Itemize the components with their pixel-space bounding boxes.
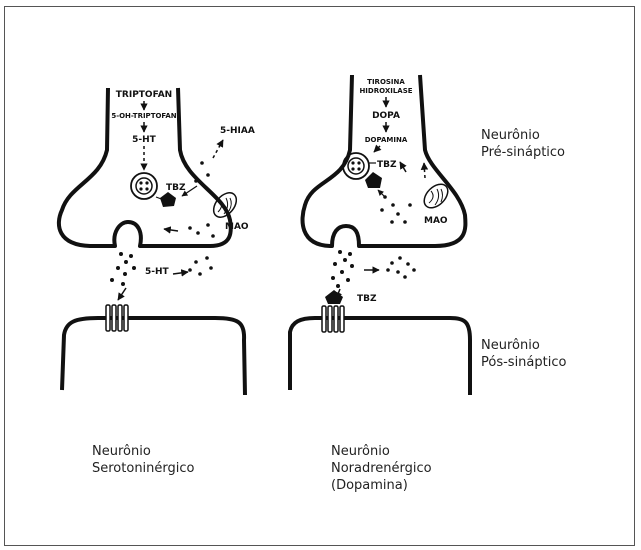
serotonergic-caption-line2: Serotoninérgico [92,460,194,477]
5-ht-label: 5-HT [132,135,157,145]
presynaptic-label-line1: Neurônio [481,127,565,144]
tbz-label-left: TBZ [166,183,186,193]
noradrenergic-caption-line1: Neurônio [331,443,432,460]
tryptophan-label: TRIPTOFAN [116,90,172,100]
arrow-5hiaa [213,140,223,158]
tbz-receptor-label: TBZ [357,294,377,304]
arrow-dopamine [374,146,380,152]
mao-label-left: MAO [225,222,249,232]
serotonergic-caption-line1: Neurônio [92,443,194,460]
arrow-up-right [400,162,406,172]
arrow-to-receptor-left [118,288,126,300]
dopamine-label: DOPAMINA [365,136,408,144]
dopamine-dots-presynaptic [380,195,412,224]
noradrenergic-caption: Neurônio Noradrenérgico (Dopamina) [331,443,432,494]
postsynaptic-label: Neurônio Pós-sináptico [481,337,566,371]
tbz-label-right: TBZ [377,160,397,170]
cleft-5ht-label: 5-HT [145,267,170,277]
arrow-reuptake-left [173,272,188,274]
presynaptic-label-line2: Pré-sináptico [481,144,565,161]
arrow-to-mao-left [164,229,178,231]
tbz-receptor-block [325,290,343,304]
5-hiaa-label: 5-HIAA [220,126,255,136]
5-oh-tryptophan-label: 5-OH-TRIPTOFAN [111,112,176,120]
mao-label-right: MAO [424,216,448,226]
tyrosine-label: TIROSINA [367,78,405,86]
dopa-label: DOPA [372,111,400,121]
serotonergic-postsynaptic-membrane [62,318,245,395]
dopamine-vesicle [343,153,369,179]
noradrenergic-caption-line2: Noradrenérgico [331,460,432,477]
arrow-to-vesicle-right [378,190,384,196]
hydroxylase-label: HIDROXILASE [359,87,412,95]
serotonin-vesicle [131,173,157,199]
tbz-block-right [365,172,382,188]
presynaptic-label: Neurônio Pré-sináptico [481,127,565,161]
postsynaptic-label-line1: Neurônio [481,337,566,354]
synaptic-cleft-da-right [331,250,416,288]
serotonergic-caption: Neurônio Serotoninérgico [92,443,194,477]
arrow-metab-right [424,163,425,178]
postsynaptic-label-line2: Pós-sináptico [481,354,566,371]
noradrenergic-caption-line3: (Dopamina) [331,477,432,494]
noradrenergic-postsynaptic-membrane [290,318,470,395]
